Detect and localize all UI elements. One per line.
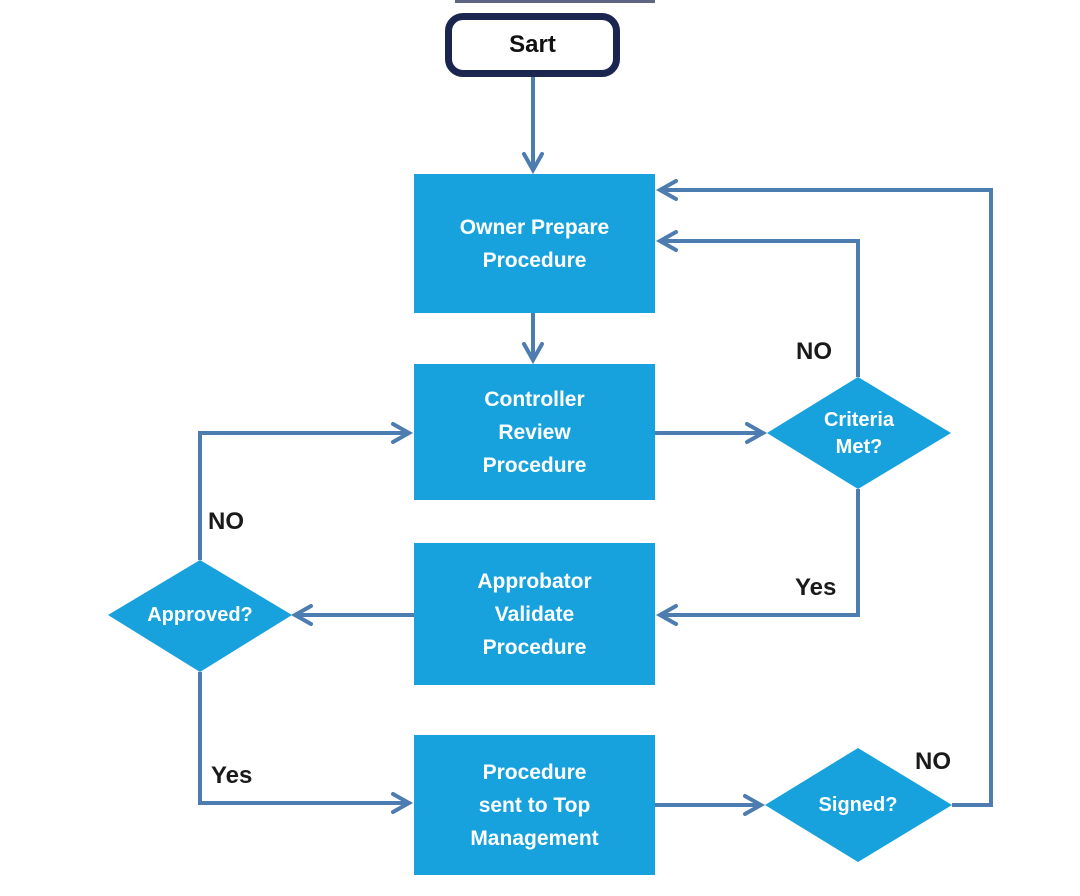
approved-yes-label: Yes — [211, 762, 253, 789]
edge-approved-no-to-controller — [198, 422, 414, 560]
criteria-met-label: Criteria Met? — [789, 407, 929, 461]
edge-approved-yes-to-topmanagement — [198, 672, 414, 814]
node-text-line: sent to Top — [478, 793, 591, 817]
node-text-line: Validate — [494, 602, 575, 626]
node-text-line: Review — [498, 420, 571, 444]
edge-criteria-yes-to-approbator — [655, 489, 860, 626]
approved-diamond — [108, 560, 292, 672]
node-text-line: Criteria — [823, 409, 895, 431]
cropped-shape-artifact — [455, 0, 655, 3]
approved-no-label: NO — [208, 508, 244, 535]
owner-prepare-procedure-node: Owner Prepare Procedure — [414, 174, 655, 313]
signed-diamond — [765, 748, 952, 862]
signed-no-label: NO — [915, 748, 951, 775]
node-text-line: Controller — [484, 387, 585, 411]
node-text-line: Owner Prepare — [459, 215, 610, 239]
criteria-no-label: NO — [796, 338, 832, 365]
signed-label: Signed? — [818, 794, 898, 816]
node-text-line: Procedure — [482, 453, 587, 477]
start-node-label: Sart — [509, 31, 556, 58]
node-text-line: Procedure — [482, 248, 587, 272]
edge-criteria-no-to-owner — [655, 230, 860, 377]
approbator-validate-procedure-node: Approbator Validate Procedure — [414, 543, 655, 685]
approved-label: Approved? — [147, 604, 253, 626]
criteria-yes-label: Yes — [795, 574, 837, 601]
start-node: Sart — [445, 13, 620, 77]
node-text-line: Management — [470, 826, 599, 850]
node-text-line: Met? — [835, 436, 883, 458]
procedure-sent-top-management-node: Procedure sent to Top Management — [414, 735, 655, 875]
edge-signed-no-to-owner — [655, 179, 993, 807]
controller-review-procedure-node: Controller Review Procedure — [414, 364, 655, 500]
node-text-line: Approbator — [477, 569, 592, 593]
criteria-met-diamond — [767, 377, 951, 489]
node-text-line: Procedure — [482, 635, 587, 659]
node-text-line: Procedure — [482, 760, 587, 784]
